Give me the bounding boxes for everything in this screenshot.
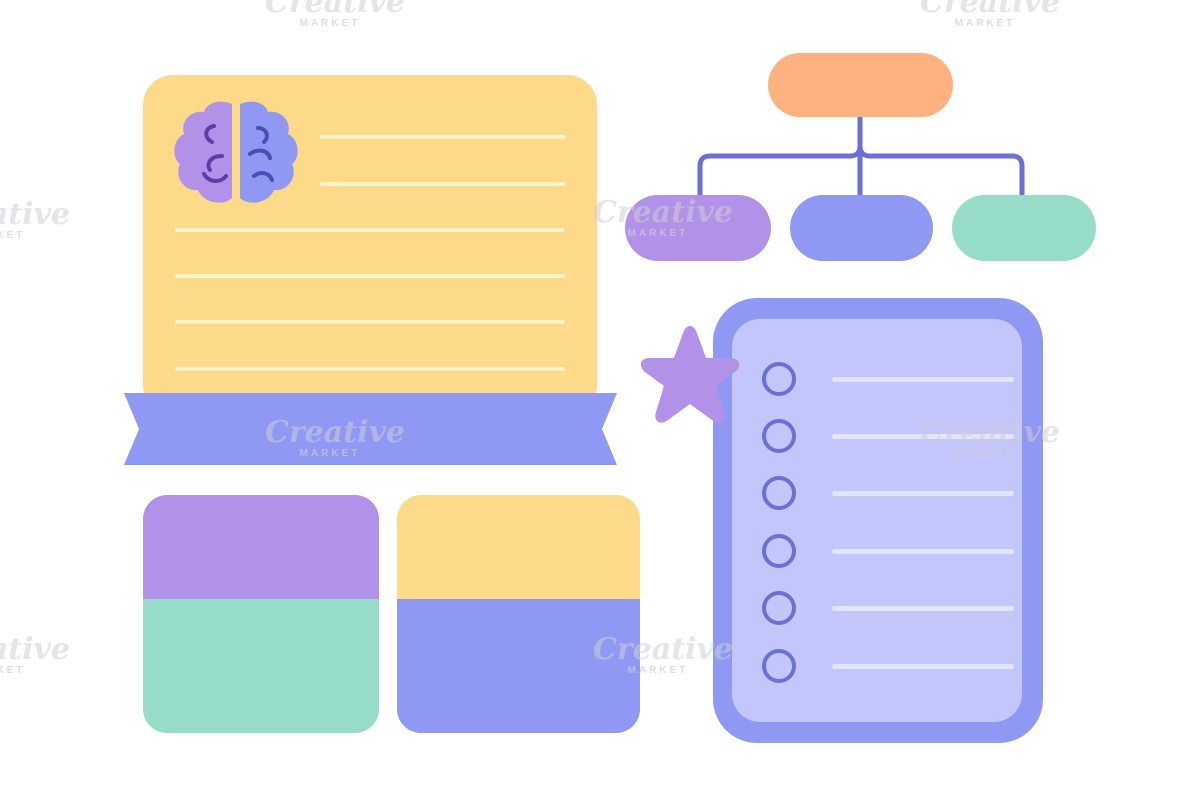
note-line [175, 228, 565, 232]
note-line [320, 135, 566, 139]
checklist-line [832, 434, 1014, 439]
checklist-line [832, 606, 1014, 611]
flow-child-node-1 [625, 195, 771, 261]
watermark: Creative MARKET [265, 0, 405, 29]
ribbon-banner [124, 393, 617, 465]
checklist-item [762, 591, 1014, 627]
block-top-purple [143, 495, 379, 599]
brain-icon [174, 101, 298, 203]
color-block-right [397, 495, 640, 733]
checklist-line [832, 491, 1014, 496]
note-line [320, 182, 566, 186]
checklist-clipboard [713, 298, 1043, 743]
watermark: Creative MARKET [920, 0, 1060, 29]
note-line [175, 274, 565, 278]
brain-left-hemisphere [174, 101, 232, 203]
color-block-left [143, 495, 379, 733]
checklist-item [762, 476, 1014, 512]
checklist-item [762, 362, 1014, 398]
watermark: Creative MARKET [0, 197, 70, 242]
circle-outline-icon [762, 591, 796, 625]
checklist-item [762, 534, 1014, 570]
checklist-line [832, 549, 1014, 554]
note-line [175, 320, 565, 324]
circle-outline-icon [762, 419, 796, 453]
circle-outline-icon [762, 649, 796, 683]
checklist-line [832, 664, 1014, 669]
checklist-item [762, 419, 1014, 455]
checklist-line [832, 377, 1014, 382]
block-top-yellow [397, 495, 640, 599]
block-bottom-periwinkle [397, 599, 640, 733]
note-line [175, 367, 565, 371]
checklist-sheet [732, 319, 1022, 722]
star-icon [640, 326, 740, 423]
flow-child-node-3 [952, 195, 1096, 261]
flowchart-diagram [625, 53, 1096, 261]
flow-child-node-2 [790, 195, 933, 261]
circle-outline-icon [762, 534, 796, 568]
flow-root-node [768, 53, 953, 117]
block-bottom-mint [143, 599, 379, 733]
checklist-item [762, 649, 1014, 685]
circle-outline-icon [762, 362, 796, 396]
watermark: Creative MARKET [0, 632, 70, 677]
circle-outline-icon [762, 476, 796, 510]
